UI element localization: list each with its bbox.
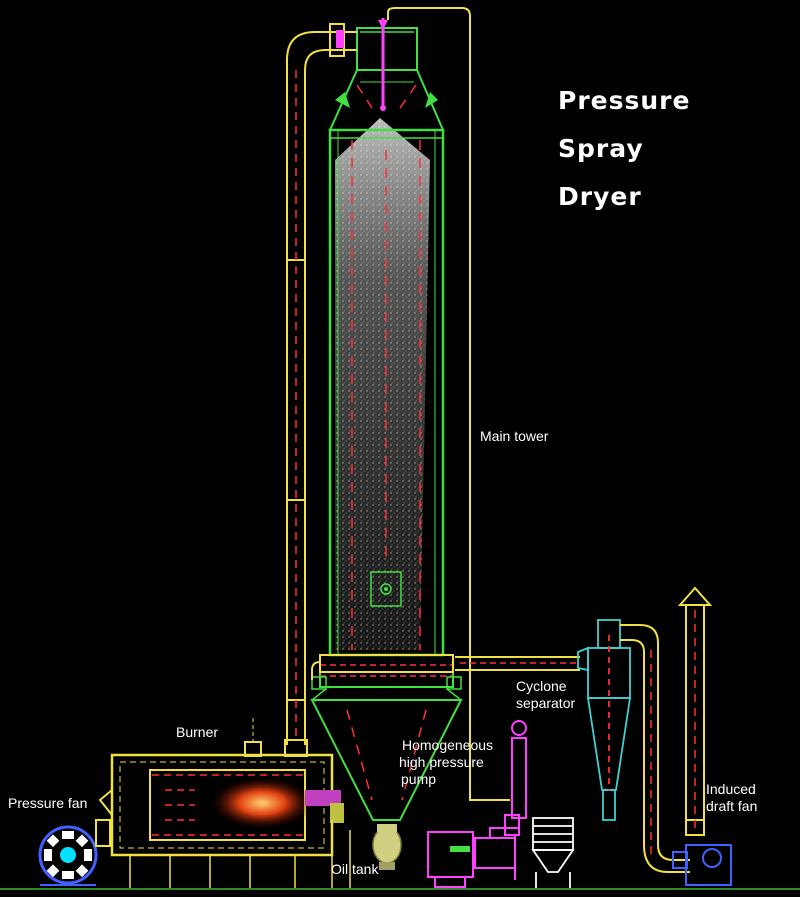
label-cyclone-2: separator (516, 695, 576, 711)
label-pump-2: high pressure (399, 754, 484, 770)
label-main-tower: Main tower (480, 428, 549, 444)
tower-top-box (356, 27, 418, 71)
title-line-2: Spray (558, 134, 644, 163)
label-oil-tank: Oil tank (331, 861, 379, 877)
label-pressure-fan: Pressure fan (8, 795, 88, 811)
access-door (370, 571, 402, 607)
label-pump-1: Homogeneous (402, 737, 494, 753)
title-line-1: Pressure (558, 86, 691, 115)
induced-draft-fan (672, 844, 732, 886)
label-induced-1: Induced (706, 781, 756, 797)
label-burner: Burner (176, 724, 219, 740)
pressure-fan (38, 819, 111, 886)
exhaust-duct (387, 7, 510, 801)
title-line-3: Dryer (558, 182, 642, 211)
label-pump-3: pump (401, 771, 437, 787)
high-pressure-pump (427, 720, 527, 888)
exhaust-stack (677, 586, 713, 836)
label-cyclone-1: Cyclone (516, 678, 567, 694)
discharge-valve (372, 826, 402, 864)
furnace (98, 718, 344, 888)
oil-tank (331, 820, 351, 888)
feed-tank (531, 817, 575, 888)
outlet-duct (311, 654, 580, 680)
cyclone-separator (577, 619, 632, 821)
label-induced-2: draft fan (706, 798, 758, 814)
main-tower (310, 18, 463, 870)
spray-speckle (335, 118, 430, 650)
flame (210, 777, 314, 829)
